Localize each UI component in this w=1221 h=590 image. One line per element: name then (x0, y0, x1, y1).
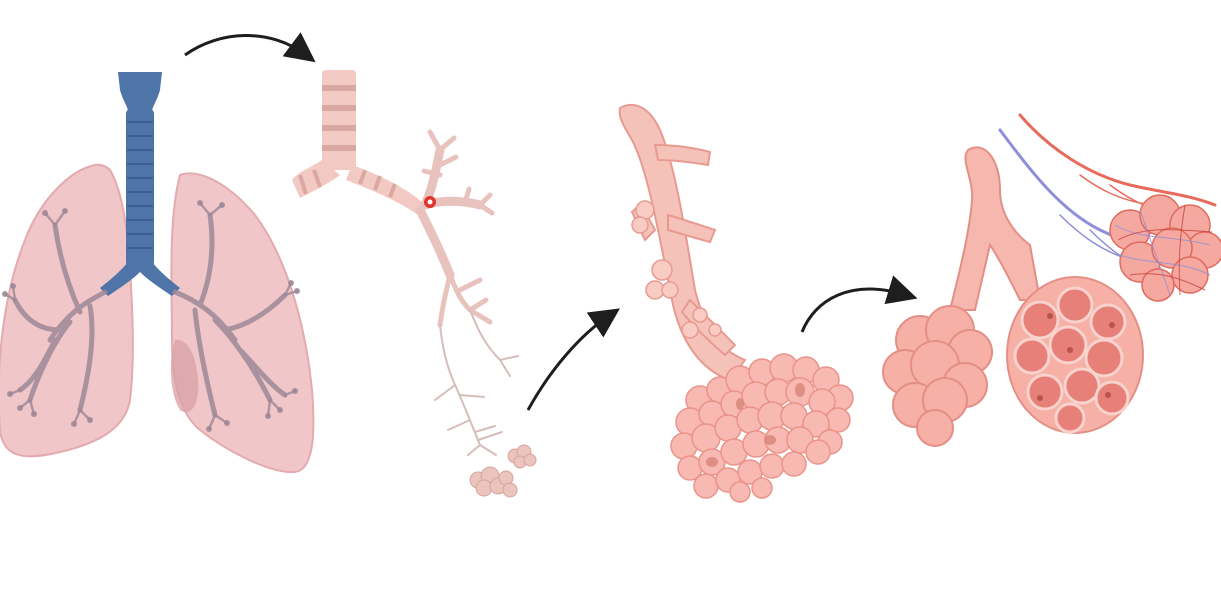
alveolar-sac-left (882, 305, 993, 447)
lungs-overview (0, 72, 315, 474)
alveolar-duct (948, 146, 1042, 311)
arrow-lungs-to-bronchial-tree (184, 32, 316, 63)
alveolar-sac-right (1006, 276, 1144, 434)
lung-bronchial-branches (12, 212, 288, 418)
lung-branch-tips (2, 200, 300, 432)
bronchial-tree (292, 70, 537, 498)
bronchiole-alveoli (618, 103, 854, 503)
lung-small-branches (3, 201, 299, 431)
trachea (100, 72, 180, 296)
alveoli-cluster (670, 353, 854, 503)
alveoli-openings (706, 383, 805, 467)
heart-notch (170, 339, 199, 413)
capillary-network-sac (1109, 194, 1221, 302)
small-alveoli-clusters (469, 444, 537, 498)
left-lung (0, 163, 134, 458)
alveolar-sacs (882, 113, 1221, 447)
arrow-bronchiole-to-alveolar-sacs (800, 275, 918, 333)
arrow-bronchial-tree-to-bronchiole (526, 308, 620, 411)
bronchiole-bumps (631, 200, 722, 339)
